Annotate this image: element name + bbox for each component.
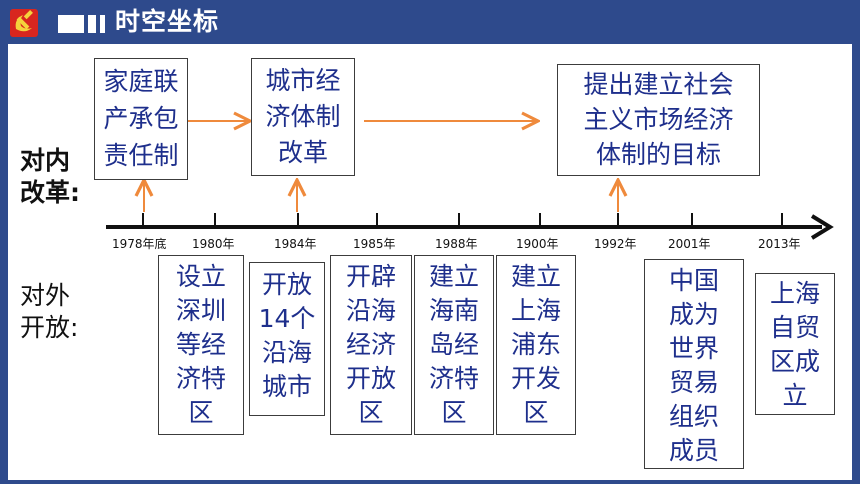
page-title: 时空坐标 (115, 7, 220, 36)
tick-label-2001: 2001年 (668, 237, 711, 251)
opening-box-text: 中国 成为 世界 贸易 组织 成员 (668, 266, 719, 465)
tick-label-1900: 1900年 (516, 237, 559, 251)
opening-box-coastal-zones: 开辟 沿海 经济 开放 区 (330, 255, 412, 435)
opening-box-wto: 中国 成为 世界 贸易 组织 成员 (644, 259, 744, 469)
timeline-arrowhead (810, 214, 834, 240)
tick-label-1978: 1978年底 (112, 237, 167, 251)
tick-label-1988: 1988年 (435, 237, 478, 251)
opening-box-text: 上海 自贸 区成 立 (769, 279, 820, 410)
opening-box-text: 开辟 沿海 经济 开放 区 (345, 262, 396, 427)
internal-reform-label: 对内 改革: (20, 146, 80, 207)
opening-box-shanghai-ftz: 上海 自贸 区成 立 (755, 273, 835, 415)
opening-up-label: 对外 开放: (20, 281, 79, 342)
tick-label-1985: 1985年 (353, 237, 396, 251)
opening-box-shenzhen: 设立 深圳 等经 济特 区 (158, 255, 244, 435)
reform-box-text: 提出建立社会 主义市场经济 体制的目标 (583, 70, 734, 169)
opening-box-pudong: 建立 上海 浦东 开发 区 (496, 255, 576, 435)
reform-box-text: 城市经 济体制 改革 (265, 66, 341, 167)
opening-box-text: 建立 上海 浦东 开发 区 (510, 262, 561, 427)
title-bar: 时空坐标 (0, 0, 860, 44)
opening-box-text: 建立 海南 岛经 济特 区 (428, 262, 479, 427)
opening-box-coastal-cities: 开放 14个 沿海 城市 (249, 262, 325, 416)
opening-box-text: 开放 14个 沿海 城市 (258, 270, 316, 401)
tick-label-1980: 1980年 (192, 237, 235, 251)
tick-label-1992: 1992年 (594, 237, 637, 251)
reform-box-urban: 城市经 济体制 改革 (251, 58, 355, 176)
opening-box-hainan: 建立 海南 岛经 济特 区 (414, 255, 494, 435)
reform-box-text: 家庭联 产承包 责任制 (103, 67, 179, 170)
tick-label-2013: 2013年 (758, 237, 801, 251)
hammer-and-sickle-icon (10, 9, 38, 37)
tick-label-1984: 1984年 (274, 237, 317, 251)
reform-box-market-economy: 提出建立社会 主义市场经济 体制的目标 (557, 64, 760, 176)
opening-box-text: 设立 深圳 等经 济特 区 (175, 262, 226, 427)
reform-box-household: 家庭联 产承包 责任制 (94, 58, 188, 180)
